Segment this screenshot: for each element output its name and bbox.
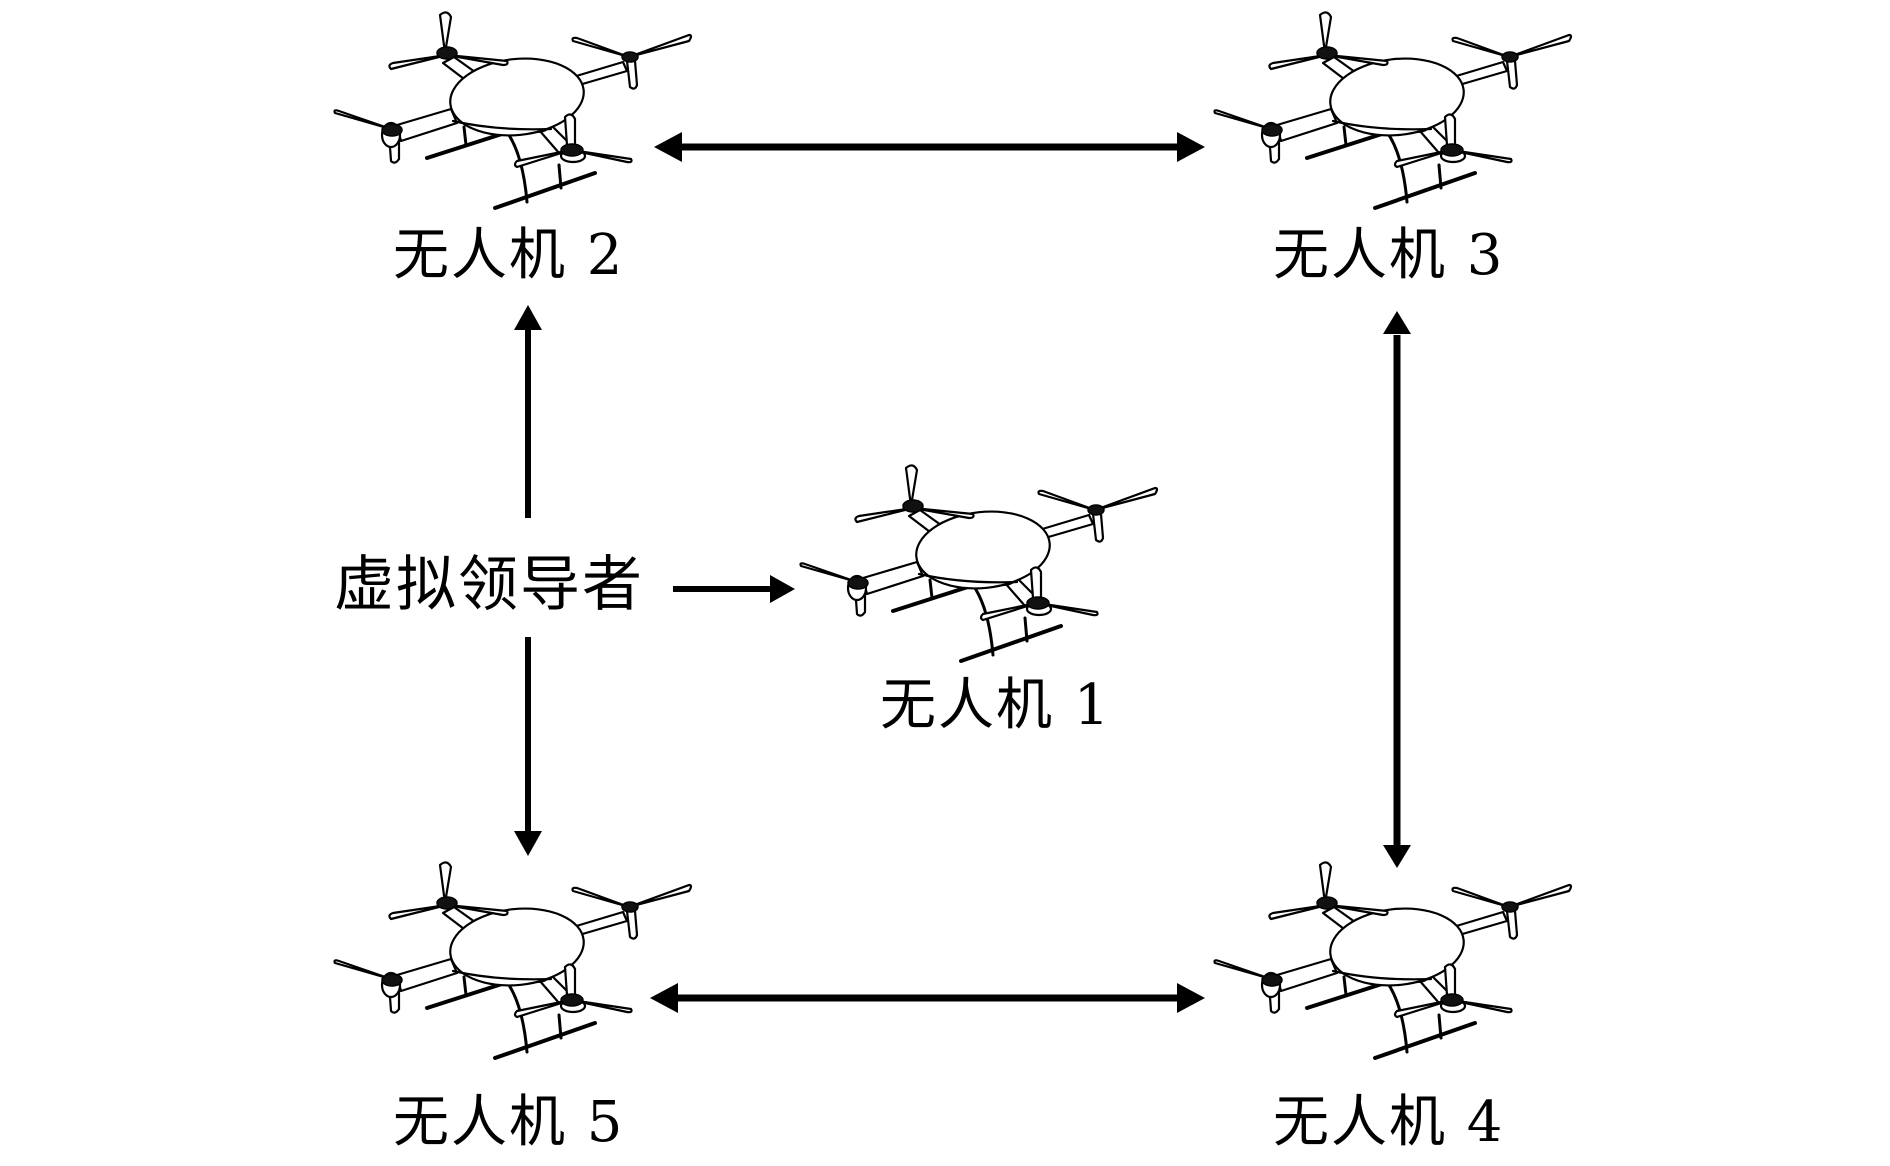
edge-uav5-uav4-arrow [650, 983, 1205, 1013]
edge-uav2-uav3-arrow [654, 132, 1205, 162]
uav-2-label: 无人机 2 [393, 223, 625, 288]
uav-5-label: 无人机 5 [393, 1090, 625, 1155]
virtual-leader-label: 虚拟领导者 [334, 550, 644, 620]
drone-1-icon [791, 456, 1159, 663]
edge-leader-uav5-arrow [514, 637, 542, 856]
uav-1-label: 无人机 1 [880, 673, 1112, 738]
uav-3-label: 无人机 3 [1273, 223, 1505, 288]
uav-4-label: 无人机 4 [1273, 1090, 1505, 1155]
edge-leader-uav2-arrow [514, 305, 542, 518]
edge-uav3-uav4-arrow [1383, 311, 1411, 868]
drone-4-icon [1205, 853, 1573, 1060]
edge-leader-uav1-arrow [673, 575, 795, 603]
drone-2-icon [325, 3, 693, 210]
drone-5-icon [325, 853, 693, 1060]
drone-3-icon [1205, 3, 1573, 210]
